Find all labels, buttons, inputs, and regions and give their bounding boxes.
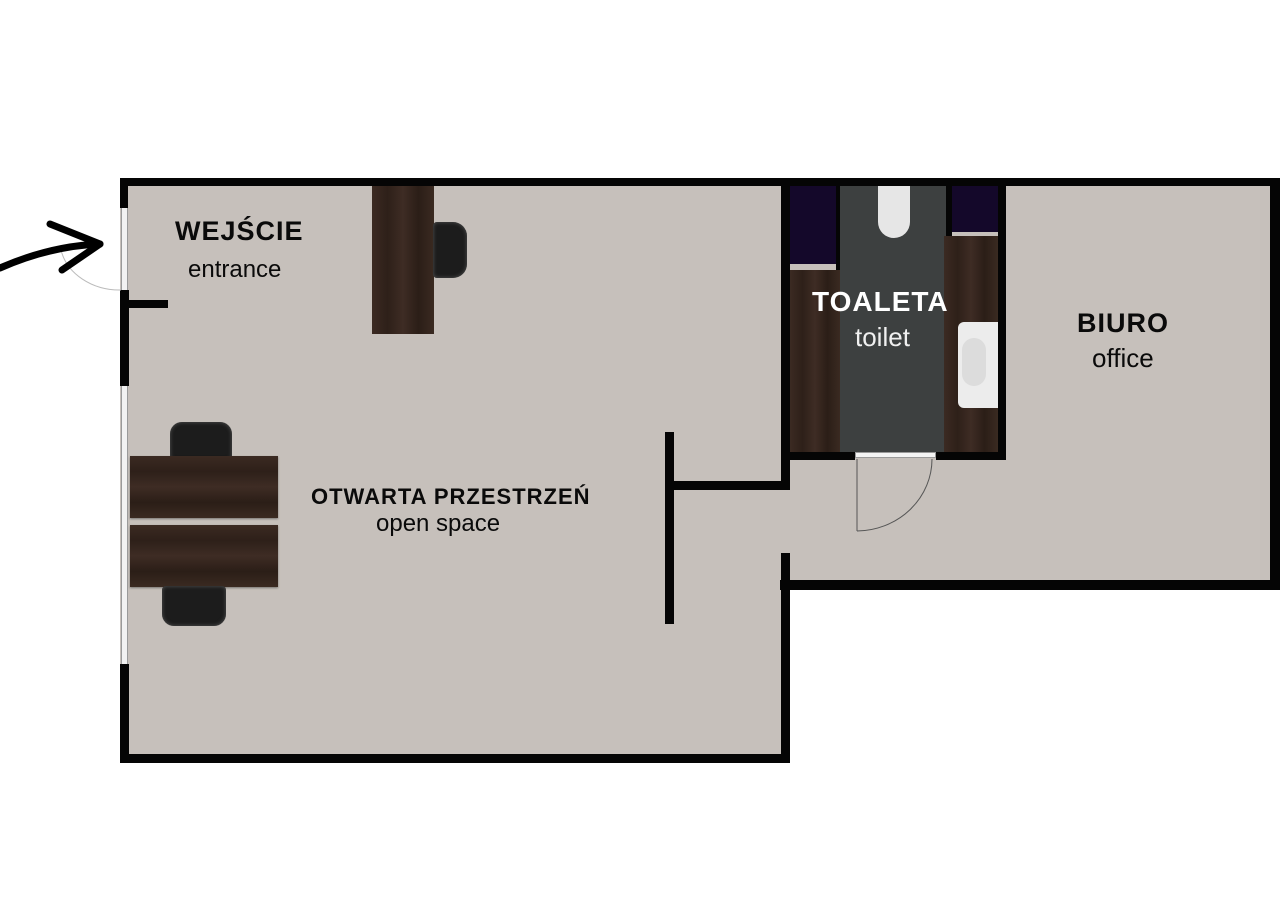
wall-toilet-bottom-right	[936, 452, 1006, 460]
entrance-arrow-icon	[0, 220, 104, 274]
window-left	[121, 386, 128, 664]
entrance-door-swing-icon	[60, 249, 122, 291]
chair-icon	[433, 222, 467, 278]
office-label: BIURO	[1077, 308, 1169, 338]
toilet-sublabel: toilet	[855, 322, 910, 352]
entrance-label: WEJŚCIE	[175, 216, 304, 246]
open-space-label: OTWARTA PRZESTRZEŃ	[311, 484, 591, 509]
wall-toilet-bottom-left	[781, 452, 855, 460]
wall-left-top	[120, 178, 128, 208]
wall-open-space-right	[781, 553, 790, 763]
storage-right	[952, 186, 998, 232]
wall-storage-right	[946, 186, 952, 236]
sink-icon	[958, 322, 998, 408]
wall-toilet-right	[998, 178, 1006, 460]
wall-top-left	[120, 178, 790, 186]
wall-toilet-left	[781, 178, 790, 488]
sink-basin	[962, 338, 986, 386]
wall-bottom	[120, 754, 790, 763]
wall-office-bottom	[780, 580, 1280, 590]
toilet-label: TOALETA	[812, 286, 949, 317]
door-swing-icon	[856, 458, 933, 532]
wall-top-right	[780, 178, 1280, 186]
office-sublabel: office	[1092, 343, 1154, 373]
wall-stub-entrance	[120, 300, 168, 308]
open-space-sublabel: open space	[376, 510, 501, 537]
window-icon	[121, 208, 128, 290]
storage-left	[790, 186, 836, 264]
toilet-bowl-icon	[878, 186, 910, 238]
wall-left-mid	[120, 290, 129, 386]
entrance-sublabel: entrance	[188, 256, 282, 283]
toilet-counter-left	[790, 270, 840, 452]
desk-left-bottom	[130, 525, 278, 587]
chair-bottom	[162, 586, 226, 626]
wall-storage-left	[836, 186, 840, 270]
desk-left-top	[130, 456, 278, 518]
wall-partition-horizontal	[665, 481, 790, 490]
desk-icon	[372, 186, 434, 334]
chair-top	[170, 422, 232, 460]
toilet-door-frame	[855, 452, 936, 458]
wall-right	[1270, 178, 1280, 590]
wall-partition-vertical	[665, 432, 674, 624]
wall-left-bottom	[120, 664, 129, 763]
